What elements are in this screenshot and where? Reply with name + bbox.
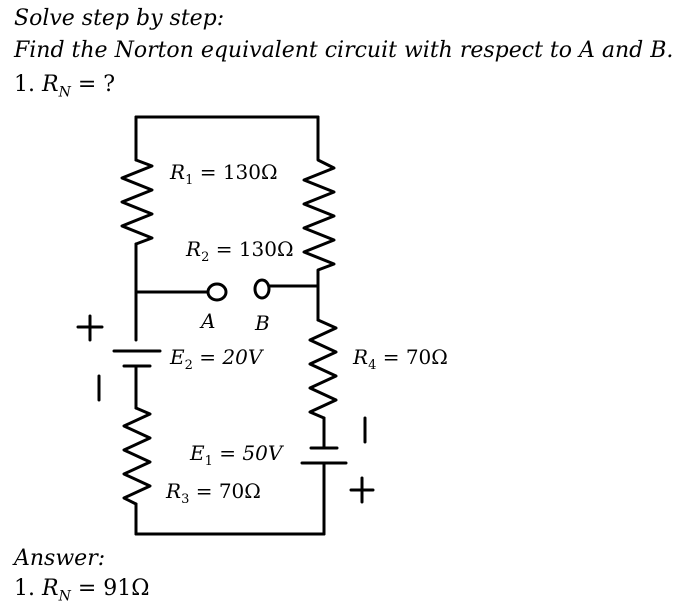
question-text: Find the Norton equivalent circuit with … <box>14 38 674 63</box>
answer-value: = 91Ω <box>70 576 150 601</box>
answer-heading: Answer: <box>14 546 106 571</box>
answer-line: 1. RN = 91Ω <box>14 576 149 604</box>
terminal-a-label: A <box>201 309 216 333</box>
r4-value: = 70Ω <box>376 345 448 369</box>
r4-label: R4 = 70Ω <box>353 345 448 373</box>
r2-value: = 130Ω <box>209 237 294 261</box>
r1-subscript: 1 <box>185 173 194 188</box>
r2-subscript: 2 <box>201 250 210 265</box>
ask-suffix: = ? <box>70 72 116 97</box>
r1-label: R1 = 130Ω <box>170 160 278 188</box>
ask-prefix: 1. <box>14 72 35 97</box>
e1-label: E1 = 50V <box>190 441 282 469</box>
e1-symbol: E <box>190 441 205 465</box>
e1-subscript: 1 <box>204 454 213 469</box>
answer-prefix: 1. <box>14 576 35 601</box>
r3-value: = 70Ω <box>189 479 261 503</box>
r1-value: = 130Ω <box>193 160 278 184</box>
e1-plus-icon <box>349 476 375 504</box>
r2-label: R2 = 130Ω <box>186 237 294 265</box>
terminal-a-icon <box>206 282 228 302</box>
e2-plus-icon <box>76 314 104 342</box>
ask-line: 1. RN = ? <box>14 72 115 100</box>
resistor-r1 <box>120 158 154 246</box>
resistor-r3 <box>122 406 152 506</box>
r3-subscript: 3 <box>181 492 190 507</box>
resistor-r4 <box>308 318 338 420</box>
r1-symbol: R <box>170 160 186 184</box>
terminal-b-label: B <box>255 311 270 335</box>
e2-label: E2 = 20V <box>170 345 262 373</box>
r3-symbol: R <box>166 479 182 503</box>
r3-label: R3 = 70Ω <box>166 479 261 507</box>
instruction-text: Solve step by step: <box>14 6 225 31</box>
r4-symbol: R <box>353 345 369 369</box>
answer-symbol: R <box>42 576 59 601</box>
ask-subscript: N <box>58 84 71 101</box>
r4-subscript: 4 <box>368 358 377 373</box>
r2-symbol: R <box>186 237 202 261</box>
e2-subscript: 2 <box>184 358 193 373</box>
terminal-b-icon <box>253 278 271 300</box>
e2-symbol: E <box>170 345 185 369</box>
answer-subscript: N <box>58 588 71 605</box>
e2-value: = 20V <box>192 345 263 369</box>
ask-symbol: R <box>42 72 59 97</box>
e1-value: = 50V <box>212 441 283 465</box>
resistor-r2 <box>302 115 336 288</box>
